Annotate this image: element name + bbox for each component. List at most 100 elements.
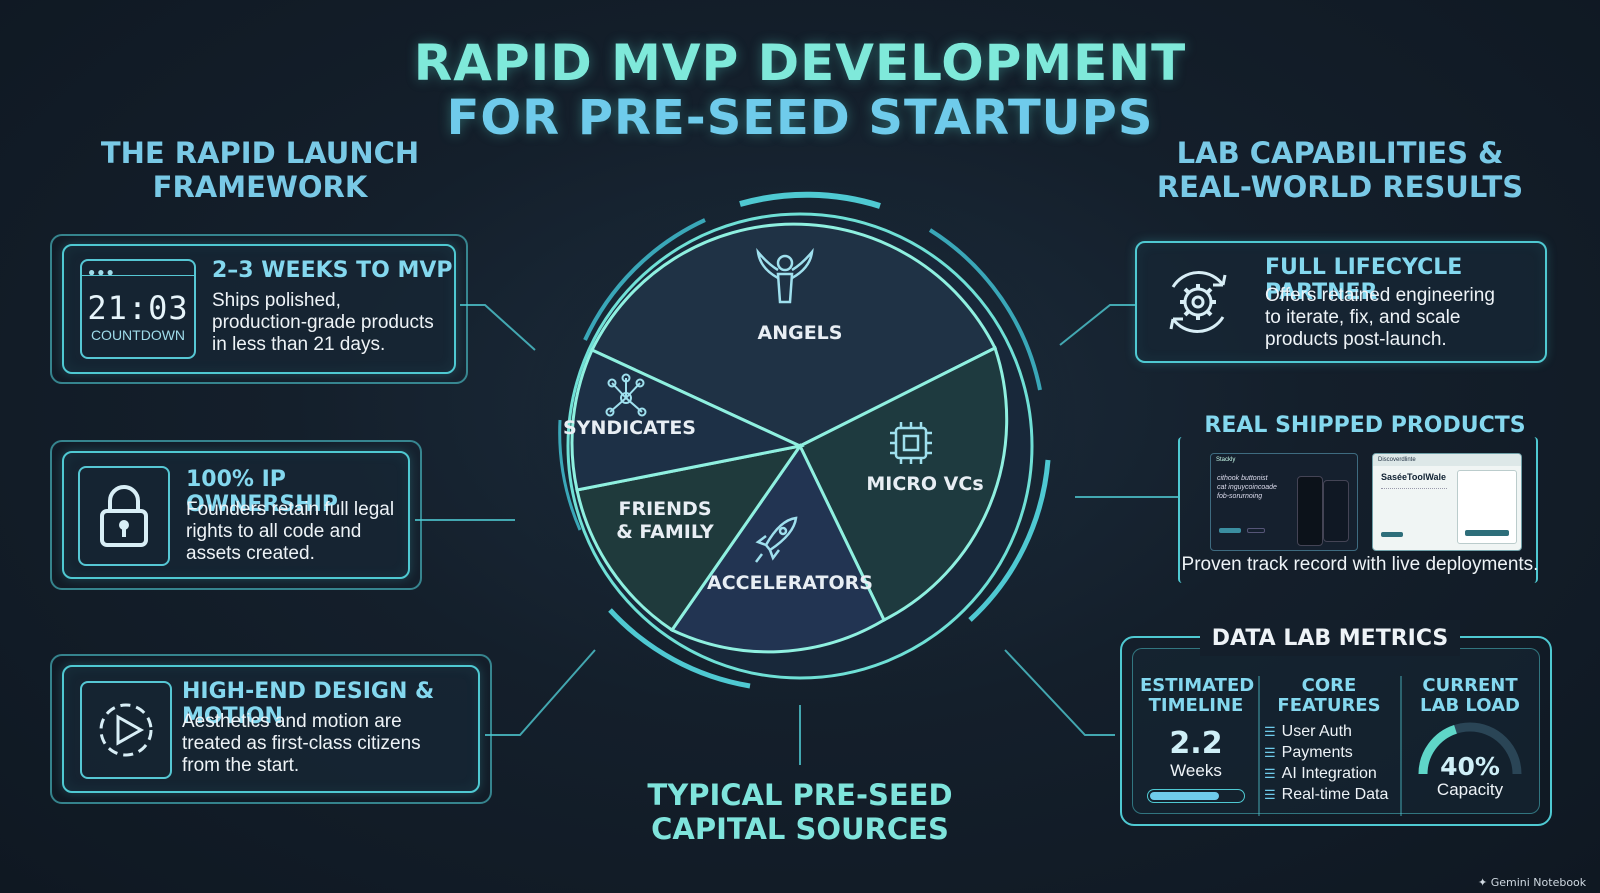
- padlock-svg: [100, 485, 148, 547]
- outer-arc: [608, 608, 751, 689]
- page-title-line1: RAPID MVP DEVELOPMENT: [413, 34, 1187, 92]
- watermark-text: Gemini Notebook: [1490, 876, 1587, 889]
- segment-angels: [589, 222, 998, 448]
- card-text-mvp: Ships polished, production-grade product…: [212, 290, 434, 356]
- metric-head-line: CURRENT: [1422, 675, 1518, 696]
- card-text-line: rights to all code and: [186, 521, 362, 542]
- metric-divider: [1258, 676, 1260, 816]
- card-weeks-to-mvp: ●●● 21:03 COUNTDOWN 2–3 WEEKS TO MVP Shi…: [62, 244, 456, 374]
- capital-sources-pie: [515, 190, 1085, 710]
- card-title-mvp: 2–3 WEEKS TO MVP: [212, 258, 453, 283]
- segment-friends-family: [575, 443, 804, 633]
- card-text-line: Ships polished,: [212, 290, 341, 311]
- list-icon: ☰: [1264, 746, 1276, 761]
- card-title-ip: 100% IP OWNERSHIP: [186, 467, 338, 517]
- metric-head-line: TIMELINE: [1148, 695, 1244, 716]
- shot2-text-block: [1381, 488, 1447, 510]
- metric-timeline: ESTIMATED TIMELINE 2.2 Weeks: [1140, 675, 1255, 803]
- card-frame-ip: [50, 440, 422, 590]
- segment-label-friends-family: FRIENDS & FAMILY: [600, 498, 730, 544]
- shot2-form-button: [1465, 530, 1509, 536]
- network-nodes-icon: [605, 373, 647, 417]
- feature-label: Payments: [1281, 744, 1353, 761]
- product-screenshot-2: Discoverdlinte SaséeToolWale: [1372, 453, 1522, 551]
- outer-arc: [928, 228, 1042, 391]
- product-screenshot-1: Stackly cithook buttonist cat inguycoinc…: [1210, 453, 1358, 551]
- center-section-heading: TYPICAL PRE-SEED CAPITAL SOURCES: [560, 778, 1040, 846]
- sparkle-icon: ✦: [1478, 876, 1491, 889]
- feature-label: User Auth: [1281, 723, 1352, 740]
- countdown-window-icon: ●●● 21:03 COUNTDOWN: [80, 259, 196, 359]
- outer-arc: [968, 459, 1051, 622]
- card-text-line: products post-launch.: [1265, 329, 1447, 350]
- shipped-products-title: REAL SHIPPED PRODUCTS: [1204, 413, 1526, 438]
- segment-label-micro-vcs: MICRO VCs: [866, 473, 984, 495]
- shot2-brand: Discoverdlinte: [1373, 454, 1521, 466]
- gear-svg: [1169, 271, 1227, 333]
- metric-head-line: FEATURES: [1277, 695, 1381, 716]
- card-design-motion: HIGH-END DESIGN & MOTION Aesthetics and …: [62, 665, 480, 793]
- metrics-title: DATA LAB METRICS: [1211, 626, 1449, 651]
- shot1-line: cat inguycoincoade: [1217, 484, 1277, 491]
- feature-label: Real-time Data: [1281, 786, 1389, 803]
- metric-core-features: CORE FEATURES ☰ User Auth ☰ Payments ☰AI I…: [1264, 676, 1394, 806]
- timeline-unit: Weeks: [1170, 761, 1222, 780]
- right-heading-line1: LAB CAPABILITIES &: [1176, 136, 1504, 170]
- segment-label-line: & FAMILY: [616, 521, 714, 543]
- card-text-line: from the start.: [182, 755, 300, 776]
- metric-head-timeline: ESTIMATED TIMELINE: [1140, 675, 1255, 716]
- segment-accelerators: [669, 443, 886, 654]
- gear-cycle-icon: [1153, 257, 1243, 347]
- load-gauge: [1418, 722, 1522, 775]
- left-heading-line1: THE RAPID LAUNCH: [100, 136, 420, 170]
- metric-head-line: CORE: [1301, 675, 1357, 696]
- countdown-label: COUNTDOWN: [90, 327, 186, 343]
- card-frame-design: [50, 654, 492, 804]
- window-bar: [82, 275, 194, 276]
- segment-syndicates: [570, 348, 805, 492]
- card-text-line: Founders retain full legal: [186, 499, 395, 520]
- left-section-heading: THE RAPID LAUNCH FRAMEWORK: [80, 136, 440, 204]
- list-icon: ☰: [1264, 788, 1276, 803]
- card-lifecycle-partner: FULL LIFECYCLE PARTNER Offers retained e…: [1135, 241, 1547, 363]
- shipped-caption: Proven track record with live deployment…: [1181, 554, 1539, 575]
- card-title-lifecycle: FULL LIFECYCLE PARTNER: [1265, 255, 1463, 305]
- page-title-line2: FOR PRE-SEED STARTUPS: [446, 90, 1154, 146]
- watermark: ✦ Gemini Notebook: [1478, 876, 1586, 889]
- segment-label-syndicates: SYNDICATES: [563, 417, 696, 439]
- segment-label-line: FRIENDS: [618, 498, 712, 520]
- card-text-line: assets created.: [186, 543, 315, 564]
- card-text-lifecycle: Offers retained engineering to iterate, …: [1265, 285, 1495, 351]
- card-text-design: Aesthetics and motion are treated as fir…: [182, 711, 421, 777]
- metrics-title-bg: [1200, 620, 1460, 656]
- center-heading-line1: TYPICAL PRE-SEED: [647, 778, 953, 812]
- timeline-progress-fill: [1150, 792, 1219, 800]
- feature-item: ☰AI Integration: [1264, 764, 1394, 785]
- card-text-line: in less than 21 days.: [212, 334, 386, 355]
- metric-head-features: CORE FEATURES: [1264, 676, 1394, 716]
- outer-arc: [583, 218, 706, 341]
- play-svg: [99, 703, 153, 757]
- list-icon: ☰: [1264, 725, 1276, 740]
- shot1-line: fob-sorurnoing: [1217, 493, 1263, 500]
- feature-item: ☰ Payments: [1264, 743, 1394, 764]
- segment-label-angels: ANGELS: [757, 322, 843, 344]
- outer-arc: [739, 191, 881, 209]
- shot1-text: cithook buttonist cat inguycoincoade fob…: [1211, 466, 1357, 509]
- chip-icon: [890, 422, 932, 464]
- gauge-fill: [1418, 725, 1458, 775]
- shot1-line: cithook buttonist: [1217, 475, 1268, 482]
- window-dots: ●●●: [88, 265, 116, 279]
- card-text-line: Aesthetics and motion are: [182, 711, 402, 732]
- shot1-brand: Stackly: [1216, 457, 1236, 463]
- shot1-phone: [1297, 476, 1323, 546]
- metric-head-line: ESTIMATED: [1140, 675, 1255, 696]
- card-text-line: treated as first-class citizens: [182, 733, 421, 754]
- shot1-phone: [1323, 480, 1349, 542]
- shot1-button: [1247, 528, 1265, 533]
- card-ip-ownership: 100% IP OWNERSHIP Founders retain full l…: [62, 451, 410, 579]
- metric-divider: [1400, 676, 1402, 816]
- left-heading-line2: FRAMEWORK: [152, 170, 368, 204]
- card-frame-mvp: [50, 234, 468, 384]
- card-text-line: to iterate, fix, and scale: [1265, 307, 1461, 328]
